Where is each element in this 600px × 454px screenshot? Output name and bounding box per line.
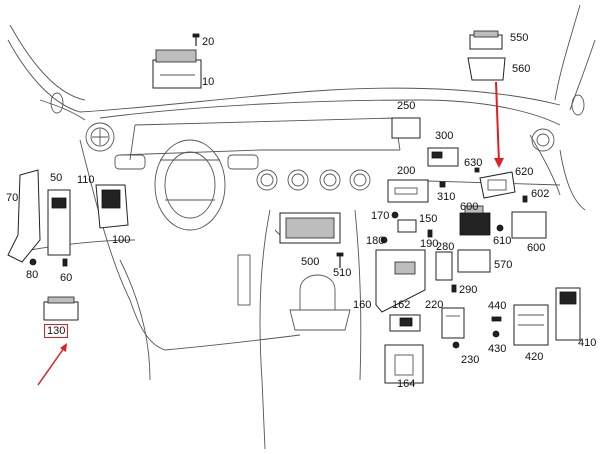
label-50: 50 <box>50 172 63 184</box>
label-164: 164 <box>397 378 416 390</box>
part-290 <box>451 284 457 293</box>
part-50 <box>47 189 71 256</box>
label-510: 510 <box>333 267 352 279</box>
part-190 <box>427 229 433 238</box>
label-550: 550 <box>510 32 529 44</box>
label-600-lower: 600 <box>527 242 546 254</box>
label-20: 20 <box>202 36 215 48</box>
part-550 <box>469 30 503 50</box>
part-60 <box>62 258 68 267</box>
label-410: 410 <box>578 337 597 349</box>
label-500: 500 <box>301 256 320 268</box>
label-290: 290 <box>459 284 478 296</box>
part-610 <box>496 224 504 232</box>
label-70: 70 <box>6 192 19 204</box>
part-162 <box>389 314 421 332</box>
part-620 <box>479 171 516 199</box>
label-60: 60 <box>60 272 73 284</box>
part-230 <box>452 341 460 349</box>
part-280 <box>435 251 453 281</box>
part-150 <box>397 219 417 233</box>
part-410 <box>555 287 581 341</box>
part-250 <box>391 117 421 139</box>
label-100: 100 <box>112 234 131 246</box>
left-vent <box>85 122 115 152</box>
steering-wheel <box>114 139 259 231</box>
right-vent <box>531 128 555 152</box>
label-160: 160 <box>353 299 372 311</box>
arrow-130 <box>37 343 67 386</box>
center-vents <box>256 169 371 191</box>
part-300 <box>427 147 459 167</box>
part-130 <box>43 296 79 321</box>
pillar-speakers <box>50 92 585 116</box>
part-200 <box>387 179 429 203</box>
label-440: 440 <box>488 300 507 312</box>
part-164 <box>384 344 424 384</box>
part-570 <box>457 249 491 273</box>
label-420: 420 <box>525 351 544 363</box>
arrow-560 <box>494 81 504 168</box>
part-420 <box>513 304 549 346</box>
part-600-upper <box>459 205 491 236</box>
label-190: 190 <box>420 238 439 250</box>
part-500 <box>279 212 341 244</box>
label-620: 620 <box>515 166 534 178</box>
label-560: 560 <box>512 63 531 75</box>
label-310: 310 <box>437 191 456 203</box>
part-70 <box>7 169 41 263</box>
part-100 <box>95 184 129 229</box>
part-310 <box>439 181 446 188</box>
label-220: 220 <box>425 299 444 311</box>
label-280: 280 <box>436 241 455 253</box>
part-602 <box>522 195 528 203</box>
label-250: 250 <box>397 100 416 112</box>
label-200: 200 <box>397 165 416 177</box>
part-170 <box>391 211 399 219</box>
label-600-upper: 600 <box>460 201 479 213</box>
label-180: 180 <box>366 235 385 247</box>
part-560 <box>467 57 506 81</box>
label-610: 610 <box>493 235 512 247</box>
label-130-highlighted: 130 <box>44 324 69 338</box>
part-440 <box>491 316 502 322</box>
part-600-lower <box>511 211 547 239</box>
label-162: 162 <box>392 299 411 311</box>
part-20 <box>192 33 200 46</box>
label-80: 80 <box>26 269 39 281</box>
label-230: 230 <box>461 354 480 366</box>
part-510 <box>336 252 344 268</box>
part-220 <box>441 307 465 339</box>
label-150: 150 <box>419 213 438 225</box>
part-80 <box>29 258 37 266</box>
part-630 <box>474 167 480 173</box>
label-630: 630 <box>464 157 483 169</box>
label-300: 300 <box>435 130 454 142</box>
part-10 <box>152 49 202 89</box>
part-160 <box>375 249 426 313</box>
part-180 <box>380 236 388 244</box>
label-10: 10 <box>202 76 215 88</box>
center-console <box>237 229 351 331</box>
label-430: 430 <box>488 343 507 355</box>
label-110: 110 <box>77 174 95 186</box>
part-430 <box>492 330 500 338</box>
label-602: 602 <box>531 188 550 200</box>
label-170: 170 <box>371 210 390 222</box>
label-570: 570 <box>494 259 513 271</box>
